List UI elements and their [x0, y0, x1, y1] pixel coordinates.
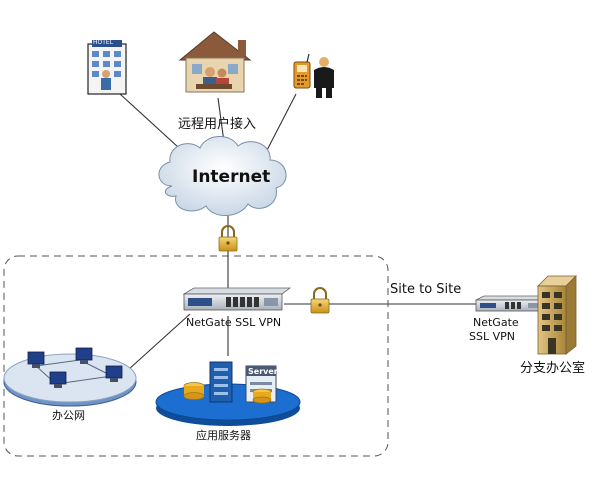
mobile-user-icon [293, 53, 334, 98]
connection-lines [119, 93, 478, 371]
link-vpn-lan [127, 313, 191, 371]
office-lan-group [3, 347, 137, 407]
link-home-cloud [217, 97, 225, 143]
padlock-icon [310, 287, 330, 314]
database-icon [183, 382, 205, 400]
cloud-icon [158, 136, 287, 216]
branch-vpn-label-line2: SSL VPN [469, 330, 515, 343]
internet-label: Internet [192, 167, 271, 187]
remote-access-label: 远程用户接入 [178, 117, 257, 132]
database-icon [252, 388, 272, 404]
main-vpn-label: NetGate SSL VPN [186, 316, 282, 329]
server-tag: Server [248, 367, 278, 376]
desktop-computer-icon [105, 365, 123, 382]
desktop-computer-icon [75, 347, 93, 364]
hotel-building-icon [87, 40, 127, 95]
vpn-appliance-icon [182, 287, 292, 311]
server-rack-icon [209, 361, 233, 403]
home-user-icon [178, 31, 252, 93]
office-building-icon [537, 275, 577, 355]
link-mobile-cloud [263, 93, 297, 157]
padlock-icon [218, 225, 238, 252]
site-to-site-label: Site to Site [390, 282, 462, 297]
branch-office-label: 分支办公室 [520, 361, 586, 376]
headquarters-boundary [3, 255, 389, 457]
app-servers-group [155, 361, 301, 426]
office-lan-label: 办公网 [52, 409, 85, 422]
app-servers-label: 应用服务器 [196, 429, 251, 442]
desktop-computer-icon [49, 371, 67, 388]
hotel-sign: HOTEL [93, 39, 114, 46]
vpn-appliance-icon [475, 295, 550, 312]
branch-vpn-label-line1: NetGate [473, 316, 519, 329]
desktop-computer-icon [27, 351, 45, 368]
